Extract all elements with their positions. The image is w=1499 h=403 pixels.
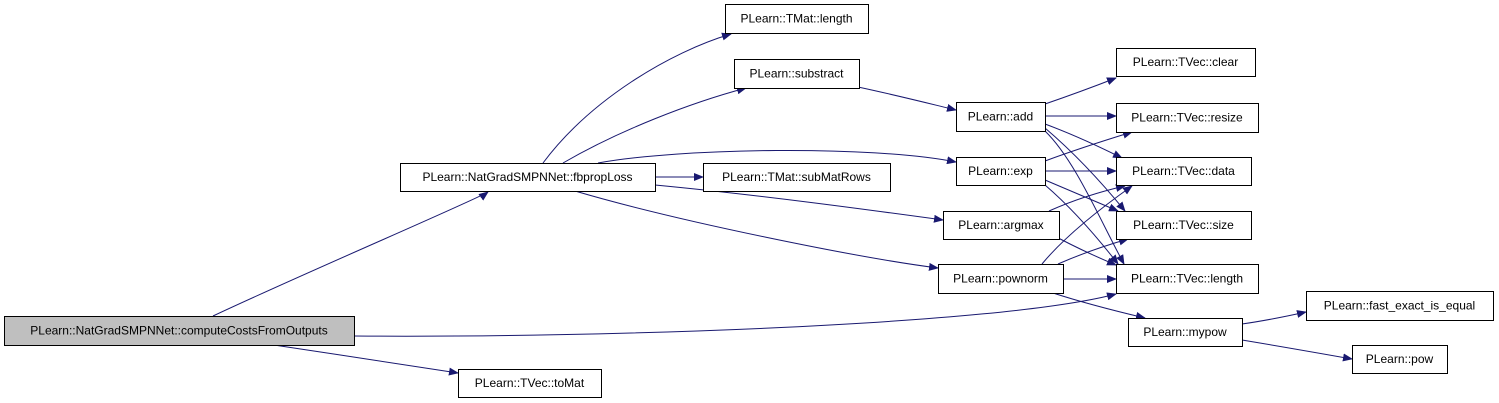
node-box[interactable]	[956, 157, 1046, 186]
node-box[interactable]	[956, 102, 1046, 132]
node-label: PLearn::TVec::clear	[1133, 55, 1238, 69]
node-box[interactable]	[1116, 103, 1259, 133]
node-submat[interactable]: PLearn::TMat::subMatRows	[703, 163, 891, 192]
edge-add-to-size	[1044, 127, 1126, 212]
edges-layer	[212, 32, 1353, 376]
node-box[interactable]	[458, 369, 602, 398]
node-substract[interactable]: PLearn::substract	[734, 59, 860, 89]
edge-mypow-to-pow	[1241, 339, 1353, 362]
edge-exp-to-resize	[1044, 130, 1133, 162]
node-label: PLearn::TVec::data	[1132, 164, 1235, 178]
node-box[interactable]	[400, 163, 656, 192]
nodes-layer: PLearn::NatGradSMPNNet::computeCostsFrom…	[4, 4, 1494, 398]
node-data[interactable]: PLearn::TVec::data	[1116, 157, 1252, 186]
node-box[interactable]	[1116, 264, 1259, 294]
edge-pownorm-to-size	[1057, 237, 1129, 265]
edge-pownorm-to-mypow	[1052, 292, 1146, 320]
node-root[interactable]: PLearn::NatGradSMPNNet::computeCostsFrom…	[4, 316, 355, 346]
edge-mypow-to-fastexact	[1241, 310, 1307, 325]
node-label: PLearn::argmax	[958, 218, 1043, 232]
edge-exp-to-size	[1044, 179, 1119, 212]
node-argmax[interactable]: PLearn::argmax	[943, 211, 1060, 240]
node-box[interactable]	[734, 59, 860, 89]
node-label: PLearn::mypow	[1143, 325, 1227, 339]
edge-add-to-clear	[1044, 77, 1117, 105]
node-label: PLearn::TMat::length	[740, 12, 852, 26]
node-label: PLearn::NatGradSMPNNet::computeCostsFrom…	[30, 324, 327, 338]
node-label: PLearn::TVec::length	[1131, 272, 1243, 286]
node-box[interactable]	[4, 316, 355, 346]
edge-fbprop-to-tmatlen	[542, 32, 732, 164]
node-tmatlen[interactable]: PLearn::TMat::length	[725, 4, 869, 34]
node-label: PLearn::add	[968, 110, 1033, 124]
node-resize[interactable]: PLearn::TVec::resize	[1116, 103, 1259, 133]
node-fastexact[interactable]: PLearn::fast_exact_is_equal	[1306, 291, 1494, 321]
edge-root-to-fbprop	[212, 191, 489, 317]
edge-fbprop-to-argmax	[654, 184, 944, 223]
node-box[interactable]	[725, 4, 869, 34]
node-label: PLearn::TVec::toMat	[475, 376, 585, 390]
node-tomat[interactable]: PLearn::TVec::toMat	[458, 369, 602, 398]
node-label: PLearn::fast_exact_is_equal	[1324, 299, 1475, 313]
node-size[interactable]: PLearn::TVec::size	[1116, 211, 1252, 240]
node-tveclen[interactable]: PLearn::TVec::length	[1116, 264, 1259, 294]
edge-root-to-tomat	[273, 344, 459, 376]
edge-fbprop-to-substract	[562, 86, 747, 164]
node-box[interactable]	[1128, 318, 1243, 347]
node-clear[interactable]: PLearn::TVec::clear	[1116, 48, 1256, 77]
node-fbprop[interactable]: PLearn::NatGradSMPNNet::fbpropLoss	[400, 163, 656, 192]
node-box[interactable]	[1306, 291, 1494, 321]
edge-fbprop-to-pownorm	[574, 190, 939, 271]
node-add[interactable]: PLearn::add	[956, 102, 1046, 132]
node-box[interactable]	[703, 163, 891, 192]
node-label: PLearn::pownorm	[953, 272, 1048, 286]
node-label: PLearn::TMat::subMatRows	[722, 170, 871, 184]
edge-root-to-tveclen	[353, 292, 1117, 337]
edge-exp-to-tveclen	[1044, 184, 1119, 265]
node-box[interactable]	[943, 211, 1060, 240]
node-label: PLearn::pow	[1366, 352, 1434, 366]
node-box[interactable]	[1116, 211, 1252, 240]
node-mypow[interactable]: PLearn::mypow	[1128, 318, 1243, 347]
node-label: PLearn::NatGradSMPNNet::fbpropLoss	[422, 170, 632, 184]
edge-add-to-tveclen	[1044, 130, 1125, 265]
edge-substract-to-add	[857, 86, 957, 112]
node-exp[interactable]: PLearn::exp	[956, 157, 1046, 186]
node-pownorm[interactable]: PLearn::pownorm	[938, 264, 1064, 294]
node-box[interactable]	[938, 264, 1064, 294]
node-label: PLearn::TVec::resize	[1131, 111, 1243, 125]
edge-add-to-data	[1044, 123, 1123, 159]
node-box[interactable]	[1116, 157, 1252, 186]
node-pow[interactable]: PLearn::pow	[1352, 345, 1448, 374]
node-label: PLearn::exp	[968, 164, 1033, 178]
edge-fbprop-to-exp	[597, 149, 957, 165]
edge-argmax-to-data	[1048, 184, 1126, 212]
node-box[interactable]	[1116, 48, 1256, 77]
node-box[interactable]	[1352, 345, 1448, 374]
edge-pownorm-to-data	[1041, 185, 1133, 265]
node-label: PLearn::substract	[749, 67, 844, 81]
node-label: PLearn::TVec::size	[1133, 218, 1234, 232]
